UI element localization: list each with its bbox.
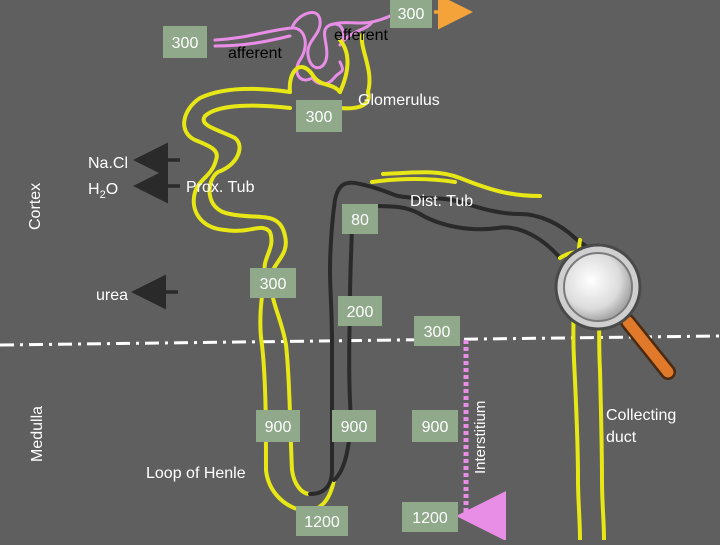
label-afferent: afferent <box>228 45 283 62</box>
badge-descending-deep: 900 <box>265 419 292 436</box>
tubule-outer-wall <box>362 35 540 196</box>
label-collecting-duct-line1: Collecting <box>606 407 676 424</box>
badge-efferent-out: 300 <box>398 6 425 23</box>
label-loop-of-henle: Loop of Henle <box>146 465 246 482</box>
label-efferent: efferent <box>334 27 389 44</box>
osmolarity-badges: 300 300 300 80 300 200 300 900 900 900 1… <box>163 0 460 536</box>
label-cortex: Cortex <box>27 183 44 230</box>
label-collecting-duct-line2: duct <box>606 429 637 446</box>
badge-afferent-in: 300 <box>172 35 199 52</box>
label-nacl: Na.Cl <box>88 155 128 172</box>
badge-ascending: 200 <box>347 304 374 321</box>
label-urea: urea <box>96 287 128 304</box>
badge-loop-tip: 1200 <box>304 514 340 531</box>
label-prox-tub: Prox. Tub <box>186 179 255 196</box>
label-interstitium: Interstitium <box>472 401 489 474</box>
cortex-medulla-boundary <box>0 336 720 345</box>
badge-prox-tub-end: 300 <box>260 276 287 293</box>
label-h2o: H2O <box>88 181 118 201</box>
label-glomerulus: Glomerulus <box>358 92 440 109</box>
badge-ascending-deep: 900 <box>341 419 368 436</box>
badge-dist-tub: 80 <box>351 212 369 229</box>
badge-glomerulus: 300 <box>306 109 333 126</box>
badge-interstitium-tip: 1200 <box>412 510 448 527</box>
badge-interstitium-cortex: 300 <box>424 324 451 341</box>
label-medulla: Medulla <box>29 406 46 462</box>
label-dist-tub: Dist. Tub <box>410 193 473 210</box>
badge-interstitium-deep: 900 <box>422 419 449 436</box>
